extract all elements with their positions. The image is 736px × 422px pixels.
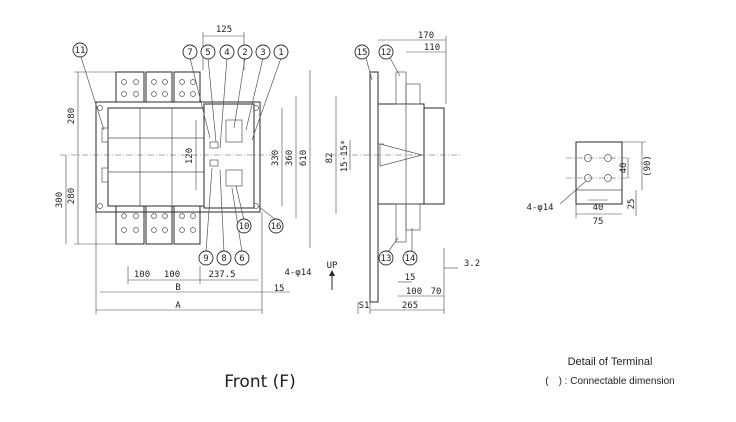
dim-280-top: 280 [67, 108, 77, 124]
dim-detail-40-h: 40 [619, 163, 629, 174]
callout-7: 7 [187, 48, 192, 58]
dim-b: B [175, 283, 180, 293]
callout-12: 12 [381, 48, 392, 58]
callout-9: 9 [203, 254, 208, 264]
up-label: UP [327, 261, 338, 271]
dim-120: 120 [185, 148, 195, 164]
detail-title: Detail of Terminal [567, 356, 653, 368]
up-arrow-icon [329, 270, 335, 276]
dim-100-side: 100 [406, 287, 422, 297]
dim-100-a: 100 [134, 270, 150, 280]
dim-detail-75: 75 [593, 217, 604, 227]
callout-10: 10 [239, 222, 250, 232]
dim-a: A [175, 301, 181, 311]
dim-3-2: 3.2 [464, 259, 480, 269]
dim-15-front: 15 [274, 284, 285, 294]
dim-360: 360 [285, 150, 295, 166]
dim-detail-90: (90) [643, 155, 653, 177]
dim-100-b: 100 [164, 270, 180, 280]
dim-82: 82 [325, 153, 335, 164]
side-callouts: 15 12 13 14 [354, 44, 418, 266]
callout-1: 1 [278, 48, 283, 58]
dim-15-15: 15·15* [340, 140, 350, 173]
dim-15-side: 15 [405, 273, 416, 283]
detail-note: ( ) : Connectable dimension [545, 376, 675, 387]
front-caption: Front (F) [224, 372, 296, 392]
callout-15: 15 [357, 48, 368, 58]
callout-5: 5 [205, 48, 210, 58]
callout-14: 14 [405, 254, 416, 264]
callout-3: 3 [260, 48, 265, 58]
detail-holes-label: 4-φ14 [526, 203, 553, 213]
front-callouts: 11 7 5 4 2 3 1 9 8 [72, 42, 289, 266]
front-holes-label: 4-φ14 [284, 268, 311, 278]
dim-265: 265 [402, 301, 418, 311]
dim-110: 110 [424, 43, 440, 53]
callout-4: 4 [224, 48, 229, 58]
dim-300: 300 [55, 192, 65, 208]
dim-610: 610 [299, 150, 309, 166]
side-view: 170 110 82 15·15* 15 100 70 265 S1 3.2 U… [325, 31, 480, 314]
callout-6: 6 [239, 254, 244, 264]
dim-detail-40-w: 40 [593, 203, 604, 213]
callout-13: 13 [381, 254, 392, 264]
dim-s1: S1 [359, 301, 370, 311]
terminal-detail: 4-φ14 40 75 40 (90) 25 [526, 141, 653, 227]
callout-11: 11 [75, 46, 86, 56]
dim-70: 70 [431, 287, 442, 297]
callout-16: 16 [271, 222, 282, 232]
dim-detail-25: 25 [627, 199, 637, 210]
dim-280-bottom: 280 [67, 188, 77, 204]
dim-237-5: 237.5 [208, 270, 235, 280]
callout-8: 8 [221, 254, 226, 264]
dim-330: 330 [271, 150, 281, 166]
callout-2: 2 [242, 48, 247, 58]
dim-125: 125 [216, 25, 232, 35]
dim-170: 170 [418, 31, 434, 41]
front-view: 125 280 280 300 120 330 360 610 100 100 … [55, 25, 312, 314]
